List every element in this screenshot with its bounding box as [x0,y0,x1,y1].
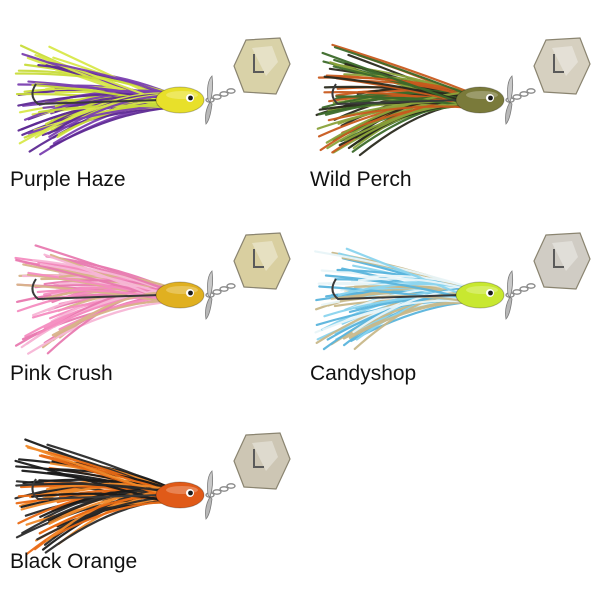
eye [488,95,493,101]
propeller-blade [207,470,214,498]
jig-head [455,281,505,309]
hook [331,83,461,106]
chain-link [226,283,236,289]
chain-link [212,289,222,295]
skirt-strand [31,492,172,503]
propeller-blade [205,101,213,125]
jig-head [155,281,205,309]
propeller-blade [207,75,214,103]
eye [488,290,493,296]
chain-link [212,94,222,100]
chain-link [526,88,536,94]
propeller-blade [205,496,213,520]
lure-image [315,37,591,157]
blade-highlight [252,441,278,471]
chain-link [219,486,229,492]
lure-image [314,232,591,351]
skirt-strand [27,300,172,355]
product-label: Pink Crush [10,362,113,385]
chain-link [526,283,536,289]
blade-snap [553,54,564,73]
product-label: Candyshop [310,362,417,385]
skirt-strand [352,274,472,289]
chain-link [219,286,229,292]
blade-highlight [552,241,578,271]
blade-highlight [252,46,278,76]
skirt-strand [48,500,172,540]
hook [331,278,461,301]
hook [31,278,161,301]
blade-snap [253,449,264,468]
chain-link [519,286,529,292]
skirt-strand [327,105,472,122]
product-purple-haze[interactable]: Purple Haze [0,0,300,195]
product-wild-perch[interactable]: Wild Perch [300,0,600,195]
skirt [315,43,472,157]
blade-snap [253,249,264,268]
skirt-strand [344,102,472,142]
skirt-strand [357,277,472,292]
hook [31,83,161,106]
skirt-strand [325,91,472,144]
chatter-blade [533,232,591,290]
propeller-blade [507,270,514,298]
propeller-blade [507,75,514,103]
jig-head [155,481,205,509]
chain-link [512,94,522,100]
skirt-strand [323,75,472,104]
product-label: Purple Haze [10,168,126,191]
eye [188,290,193,296]
skirt-strand [25,444,172,498]
chatter-blade [233,232,291,290]
lure-image [14,432,291,556]
blade-snap [253,54,264,73]
jig-head [155,86,205,114]
chain [205,88,236,103]
eye [188,95,193,101]
skirt-strand [45,486,172,542]
chatter-blade [233,37,291,95]
skirt-strand [333,46,472,97]
chatter-blade [533,37,591,95]
chain-link [226,88,236,94]
lure-image [14,37,291,156]
product-black-orange[interactable]: Black Orange [0,395,300,590]
skirt-strand [348,301,472,339]
skirt-strand [15,482,172,494]
chain-link [519,91,529,97]
eye [188,490,193,496]
skirt-strand [39,263,172,297]
skirt-strand [47,61,172,96]
product-pink-crush[interactable]: Pink Crush [0,195,300,390]
skirt-strand [31,83,172,106]
skirt-strand [331,43,472,94]
propeller-blade [207,270,214,298]
skirt-strand [49,106,172,149]
blade-snap [553,249,564,268]
chatter-blade [233,432,291,490]
propeller-blade [205,296,213,320]
lure-image [14,232,291,355]
chain-link [212,489,222,495]
chain-link [226,483,236,489]
blade-highlight [252,241,278,271]
chain-link [512,289,522,295]
product-label: Black Orange [10,550,138,573]
propeller-blade [505,101,513,125]
blade-highlight [552,46,578,76]
hook [31,478,161,501]
product-label: Wild Perch [310,168,412,191]
skirt-strand [36,289,172,302]
product-candyshop[interactable]: Candyshop [300,195,600,390]
skirt-strand [34,244,172,293]
jig-head [455,86,505,114]
propeller-blade [505,296,513,320]
chain-link [219,91,229,97]
